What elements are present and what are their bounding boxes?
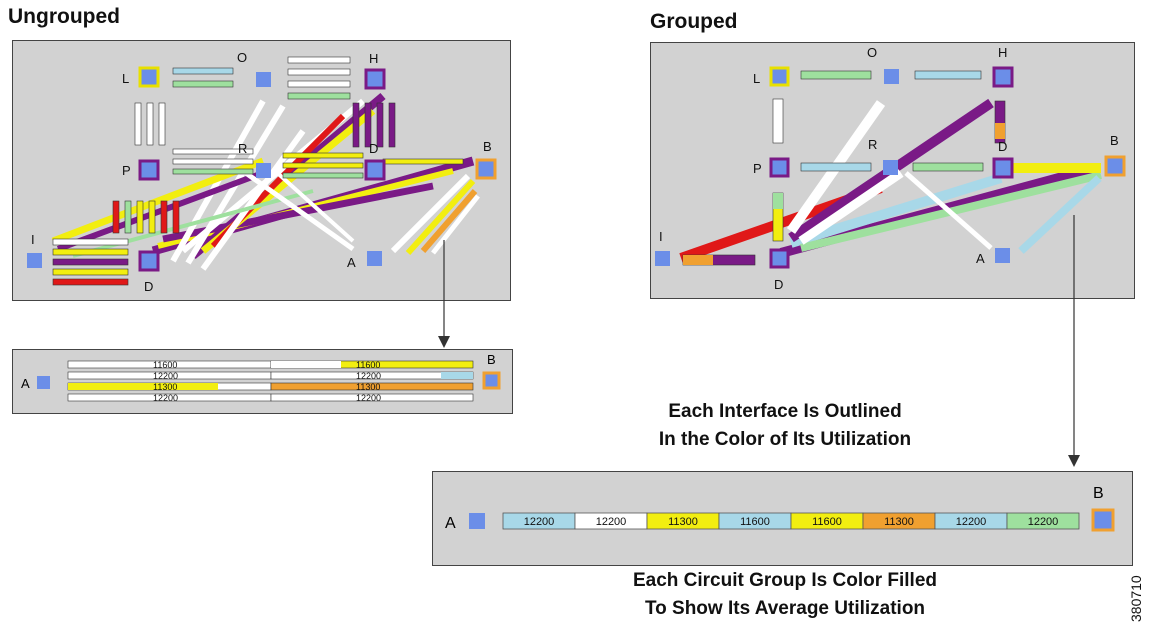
grouped-label-R: R <box>868 137 877 152</box>
node-label-H: H <box>369 51 378 66</box>
node-H <box>364 68 386 90</box>
node-A <box>367 251 382 266</box>
zoom-row-4-b: 12200 <box>356 393 381 403</box>
grouped-nodes <box>655 66 1126 269</box>
node-L <box>138 66 160 88</box>
node-D <box>138 250 160 272</box>
zoom-row-1-b: 11600 <box>356 360 380 370</box>
ungrouped-zoom-panel: A B 11600 11600 12200 12200 11300 11300 … <box>12 349 513 414</box>
grouped-zoom-segments: 12200 12200 11300 11600 11600 11300 12200 12200 <box>502 512 1080 530</box>
grouped-label-L: L <box>753 71 760 86</box>
grouped-label-P: P <box>753 161 762 176</box>
grouped-label-I: I <box>659 229 663 244</box>
grouped-label-D-top: D <box>998 139 1007 154</box>
grouped-node-A <box>995 248 1010 263</box>
circuit-group-segment <box>1006 512 1080 530</box>
interface-caption: Each Interface Is Outlined In the Color … <box>570 398 1000 454</box>
circuit-group-capacity-label: 11600 <box>740 516 770 528</box>
grouped-zoom-node-B <box>1091 508 1115 532</box>
circuit-group-capacity-label: 12200 <box>524 516 555 528</box>
ungrouped-callout-arrow <box>438 240 450 348</box>
zoom-row-2-b: 12200 <box>356 371 381 381</box>
grouped-node-L <box>769 66 790 87</box>
grouped-label-H: H <box>998 45 1007 60</box>
node-label-L: L <box>122 71 129 86</box>
interface-caption-line2: In the Color of Its Utilization <box>658 429 912 450</box>
ungrouped-network-diagram: L O H P R D B I D A <box>27 50 497 294</box>
node-label-D: D <box>144 279 153 294</box>
node-P <box>138 159 160 181</box>
ungrouped-zoom-diagram: A B 11600 11600 12200 12200 11300 11300 … <box>21 352 501 403</box>
zoom-row-3-b: 11300 <box>356 382 380 392</box>
interface-caption-line1: Each Interface Is Outlined <box>668 401 902 422</box>
zoom-row-4-a: 12200 <box>153 393 178 403</box>
ungrouped-network-panel: L O H P R D B I D A <box>12 40 511 301</box>
node-label-I: I <box>31 232 35 247</box>
zoom-node-A <box>37 376 50 389</box>
zoom-row-3-a: 11300 <box>153 382 177 392</box>
ungrouped-title: Ungrouped <box>8 5 120 28</box>
zoom-node-label-B: B <box>487 352 496 367</box>
ungrouped-interface-bars <box>52 56 464 286</box>
node-label-D-top: D <box>369 141 378 156</box>
circuit-group-capacity-label: 12200 <box>596 516 627 528</box>
node-B <box>475 158 497 180</box>
ungrouped-zoom-rows <box>67 360 474 402</box>
grouped-network-panel: L O H P R D B I D A <box>650 42 1135 299</box>
group-caption: Each Circuit Group Is Color Filled To Sh… <box>520 567 1050 623</box>
grouped-node-H <box>992 66 1014 88</box>
grouped-label-A: A <box>976 251 985 266</box>
grouped-links <box>679 98 1102 263</box>
grouped-node-P <box>769 157 790 178</box>
grouped-node-I <box>655 251 670 266</box>
grouped-node-D-top <box>992 157 1014 179</box>
grouped-node-D <box>769 248 790 269</box>
zoom-node-B <box>482 371 501 390</box>
group-caption-line2: To Show Its Average Utilization <box>644 598 926 619</box>
grouped-title: Grouped <box>650 10 738 33</box>
circuit-group-capacity-label: 12200 <box>1028 516 1059 528</box>
node-O <box>256 72 271 87</box>
ungrouped-links <box>51 92 480 271</box>
node-label-A: A <box>347 255 356 270</box>
grouped-callout-arrow <box>1068 215 1080 467</box>
zoom-node-label-A: A <box>21 376 30 391</box>
grouped-label-B: B <box>1110 133 1119 148</box>
grouped-node-B <box>1104 155 1126 177</box>
node-D-top <box>364 159 386 181</box>
grouped-label-D: D <box>774 277 783 292</box>
grouped-zoom-node-A <box>469 513 485 529</box>
grouped-label-O: O <box>867 45 877 60</box>
grouped-node-O <box>884 69 899 84</box>
circuit-group-capacity-label: 11600 <box>812 516 842 528</box>
grouped-node-labels: L O H P R D B I D A <box>659 45 1119 292</box>
circuit-group-capacity-label: 11300 <box>668 516 698 528</box>
ungrouped-nodes <box>27 66 497 272</box>
figure-id: 380710 <box>1128 575 1144 622</box>
circuit-group-capacity-label: 11300 <box>884 516 914 528</box>
node-label-R: R <box>238 141 247 156</box>
ungrouped-node-labels: L O H P R D B I D A <box>31 50 492 294</box>
node-I <box>27 253 42 268</box>
grouped-node-R <box>883 160 898 175</box>
group-caption-line1: Each Circuit Group Is Color Filled <box>632 570 938 591</box>
ungrouped-vertical-bars <box>112 102 396 234</box>
node-R <box>256 163 271 178</box>
zoom-row-1-a: 11600 <box>153 360 177 370</box>
grouped-zoom-label-A: A <box>445 515 456 532</box>
zoom-row-2-a: 12200 <box>153 371 178 381</box>
node-label-O: O <box>237 50 247 65</box>
grouped-interface-bars <box>682 70 1006 266</box>
circuit-group-capacity-label: 12200 <box>956 516 987 528</box>
grouped-zoom-label-B: B <box>1093 485 1104 502</box>
node-label-B: B <box>483 139 492 154</box>
node-label-P: P <box>122 163 131 178</box>
grouped-network-diagram: L O H P R D B I D A <box>655 45 1126 292</box>
